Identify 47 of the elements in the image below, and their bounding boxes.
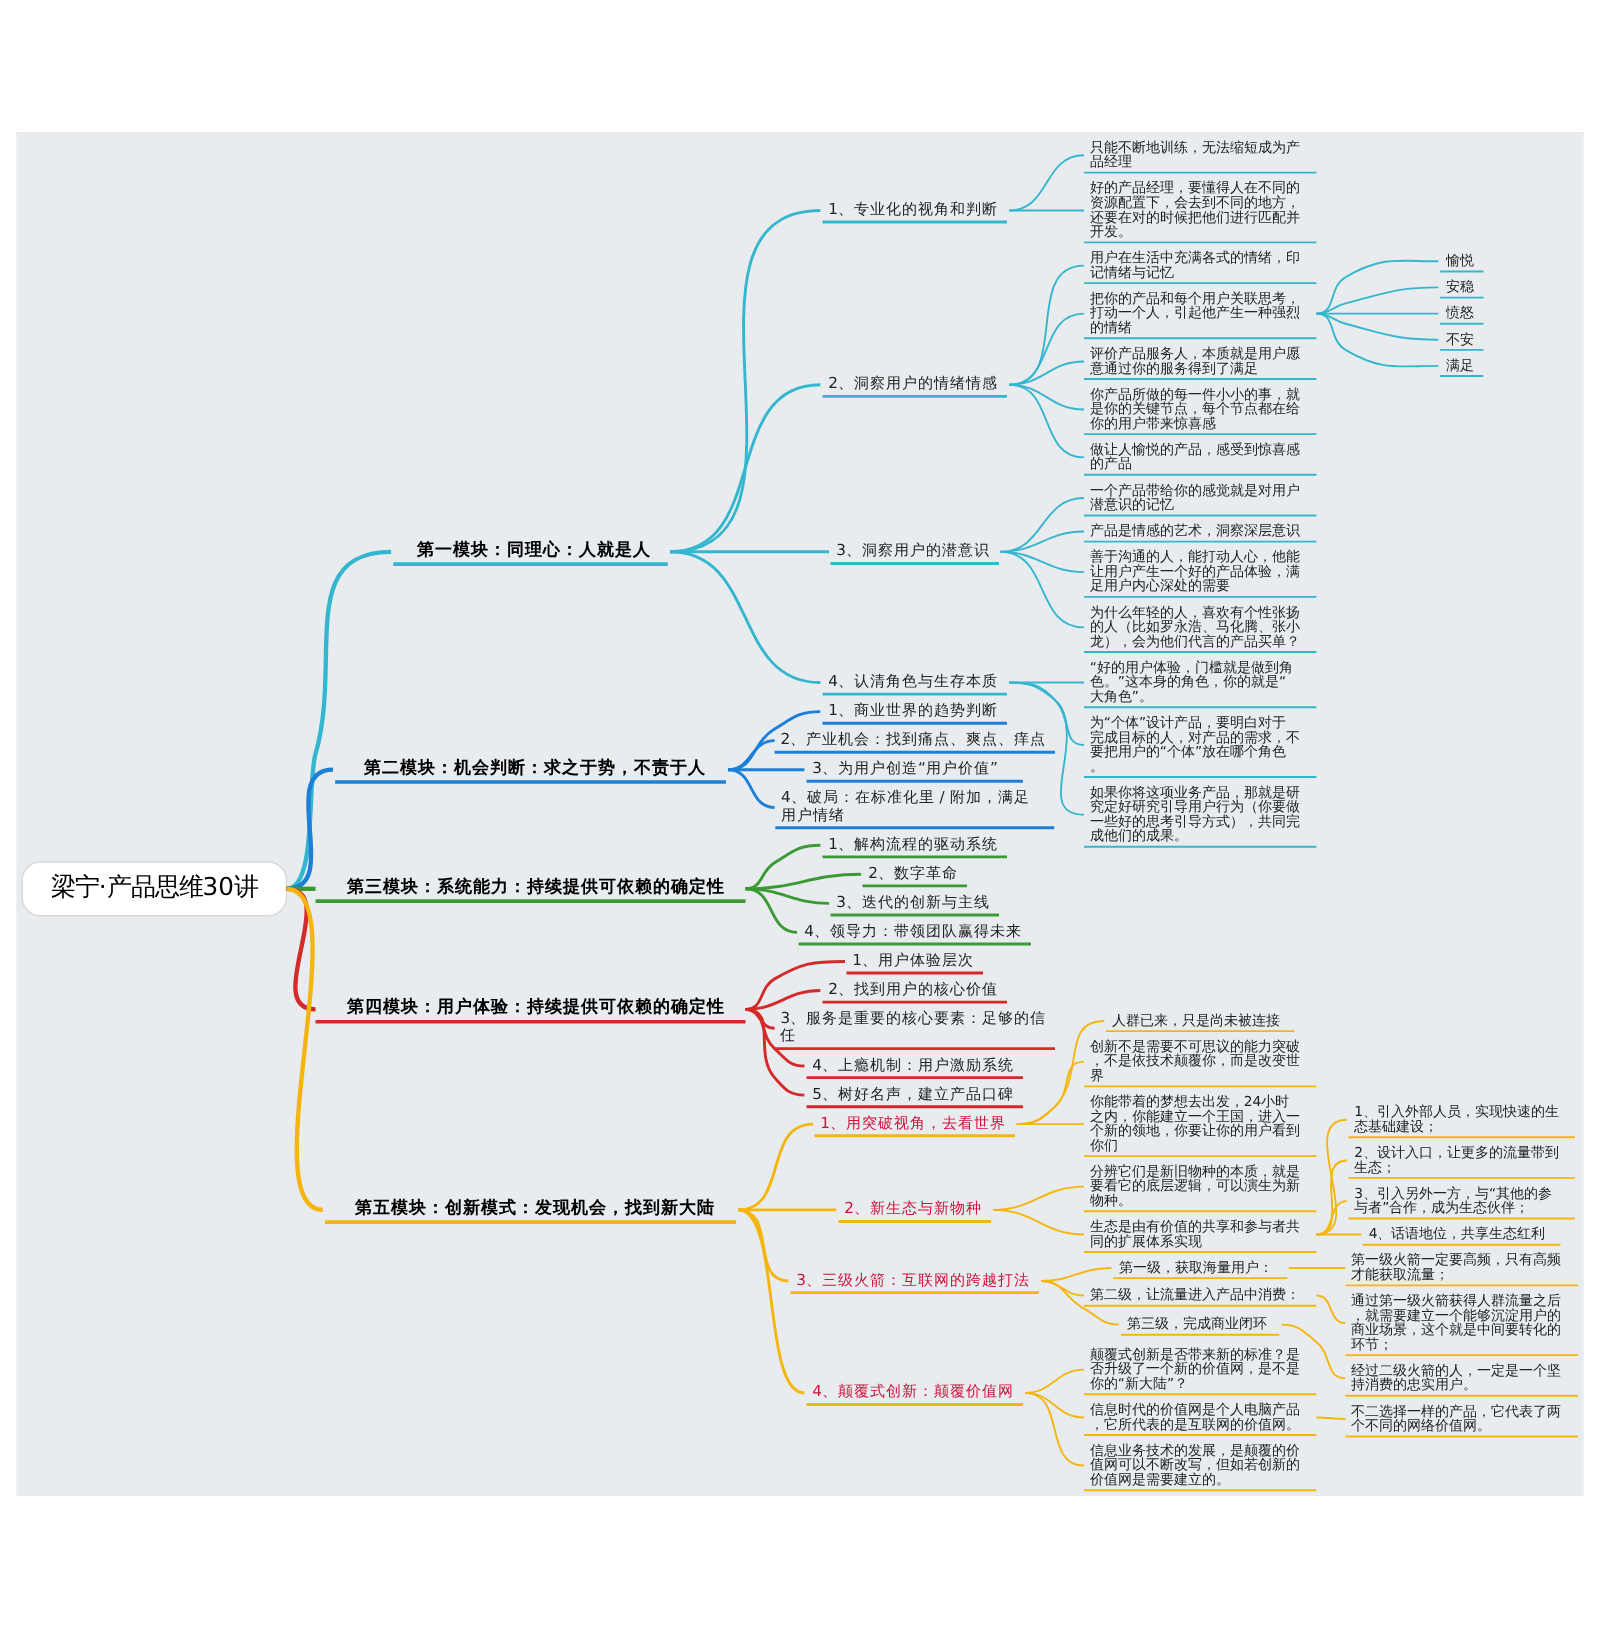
connector	[1280, 1322, 1347, 1379]
connector	[745, 959, 846, 1010]
connector	[1315, 1199, 1348, 1235]
connector	[1315, 1158, 1348, 1235]
connector	[1008, 153, 1085, 211]
connector	[738, 1207, 789, 1282]
connector	[1040, 1279, 1120, 1325]
connector	[669, 549, 821, 683]
connector	[999, 549, 1085, 628]
connector	[1008, 382, 1085, 458]
connector	[1015, 1019, 1106, 1125]
connector	[745, 886, 798, 933]
connector	[1315, 1232, 1363, 1235]
node-text: 第四模块：用户体验：持续提供可依赖的确定性	[346, 997, 725, 1018]
connector	[1315, 1293, 1347, 1324]
node-text: 第三模块：系统能力：持续提供可依赖的确定性	[346, 876, 725, 897]
connector	[745, 1006, 805, 1096]
connector	[727, 767, 775, 808]
connector	[1008, 263, 1085, 385]
connector	[738, 1207, 837, 1211]
connector	[1008, 680, 1085, 745]
node-text: 第五模块：创新模式：发现机会，找到新大陆	[355, 1197, 716, 1218]
connector	[745, 886, 830, 904]
connector	[1315, 1117, 1348, 1235]
connector	[1024, 1390, 1085, 1466]
connector	[728, 767, 805, 771]
connector	[1315, 258, 1440, 314]
connector	[737, 1207, 805, 1394]
connector	[1315, 311, 1440, 367]
connector	[1008, 311, 1085, 385]
connector	[1015, 1122, 1085, 1125]
connector	[745, 988, 821, 1010]
connector	[1008, 208, 1085, 211]
connector	[1315, 285, 1440, 314]
connector	[745, 1006, 805, 1067]
connector	[1315, 1415, 1347, 1419]
connector	[727, 709, 821, 771]
node-box: 梁宁·产品思维30讲	[21, 860, 288, 916]
connector	[992, 1207, 1085, 1235]
connector	[1287, 1266, 1347, 1268]
node-text: 第一模块：同理心：人就是人	[416, 539, 651, 560]
connector	[670, 549, 830, 553]
node-text: 第二模块：机会判断：求之于势，不责于人	[364, 757, 707, 778]
connector	[1008, 680, 1085, 815]
connector	[1015, 1059, 1085, 1125]
connector	[745, 871, 862, 890]
connector	[745, 842, 821, 890]
